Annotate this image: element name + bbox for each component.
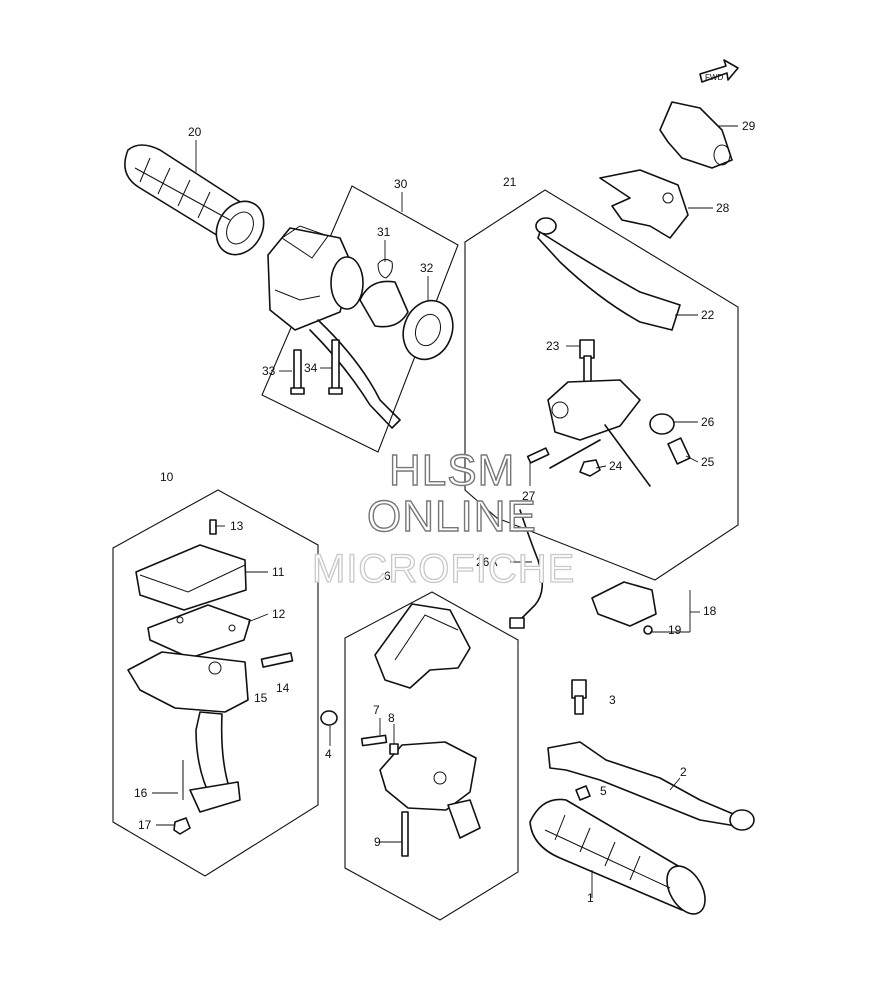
arrow-icon: FWD xyxy=(699,59,739,83)
callout-18: 18 xyxy=(703,604,717,618)
callout-25: 25 xyxy=(701,455,715,469)
fwd-marker: FWD xyxy=(705,73,723,82)
callout-21: 21 xyxy=(503,175,517,189)
callout-4: 4 xyxy=(325,747,332,761)
callout-10: 10 xyxy=(160,470,174,484)
callout-33: 33 xyxy=(262,364,276,378)
callout-8: 8 xyxy=(388,711,395,725)
bolt-icon xyxy=(173,652,294,835)
callout-2: 2 xyxy=(680,765,687,779)
bolt-icon xyxy=(290,339,343,395)
bolt-icon xyxy=(579,339,595,383)
master-cylinder-icon xyxy=(127,651,249,813)
callout-19: 19 xyxy=(668,623,682,637)
callout-23: 23 xyxy=(546,339,560,353)
callout-34: 34 xyxy=(304,361,318,375)
grip-icon xyxy=(529,798,706,915)
lever-icon xyxy=(547,679,755,831)
bracket-icon xyxy=(599,169,689,239)
callout-12: 12 xyxy=(272,607,286,621)
callout-6: 6 xyxy=(384,569,391,583)
callout-3: 3 xyxy=(609,693,616,707)
callout-20: 20 xyxy=(188,125,202,139)
callout-labels: 20 30 31 32 33 34 21 29 28 22 23 26 25 2… xyxy=(134,119,756,905)
callout-1: 1 xyxy=(587,891,594,905)
switch-icon xyxy=(591,581,657,635)
callout-11: 11 xyxy=(272,565,285,579)
throttle-cover-icon xyxy=(374,603,471,689)
watermark-line-3: MICROFICHE xyxy=(312,547,575,591)
leader-lines xyxy=(152,125,738,898)
callout-26a: 26A xyxy=(476,555,497,569)
callout-28: 28 xyxy=(716,201,730,215)
cover-icon xyxy=(659,101,733,169)
nut-icon xyxy=(526,413,691,477)
switch-housing-icon xyxy=(267,225,401,429)
callout-26: 26 xyxy=(701,415,715,429)
callout-30: 30 xyxy=(394,177,408,191)
callout-29: 29 xyxy=(742,119,756,133)
watermark: HLSM ONLINE MICROFICHE xyxy=(311,445,575,591)
lever-icon xyxy=(535,217,681,331)
callout-7: 7 xyxy=(373,703,380,717)
clip-icon xyxy=(377,258,393,279)
perch-icon xyxy=(547,379,651,487)
callout-27: 27 xyxy=(522,489,536,503)
callout-15: 15 xyxy=(254,691,268,705)
cable-icon xyxy=(509,509,544,629)
collar-icon xyxy=(359,280,454,361)
grip-icon xyxy=(124,144,265,256)
callout-5: 5 xyxy=(600,784,607,798)
callout-24: 24 xyxy=(609,459,623,473)
throttle-housing-icon xyxy=(379,741,481,839)
callout-17: 17 xyxy=(138,818,152,832)
reservoir-cap-icon xyxy=(135,519,247,611)
callout-22: 22 xyxy=(701,308,715,322)
bolt-icon xyxy=(320,710,409,857)
callout-14: 14 xyxy=(276,681,290,695)
callout-31: 31 xyxy=(377,225,391,239)
watermark-line-1: HLSM xyxy=(389,446,515,495)
callout-13: 13 xyxy=(230,519,244,533)
group-box-6 xyxy=(344,591,519,921)
group-box-21 xyxy=(464,189,739,581)
group-box-10 xyxy=(112,489,319,877)
callout-9: 9 xyxy=(374,835,381,849)
diaphragm-icon xyxy=(147,604,251,659)
watermark-line-2: ONLINE xyxy=(367,492,537,541)
callout-16: 16 xyxy=(134,786,148,800)
callout-32: 32 xyxy=(420,261,434,275)
